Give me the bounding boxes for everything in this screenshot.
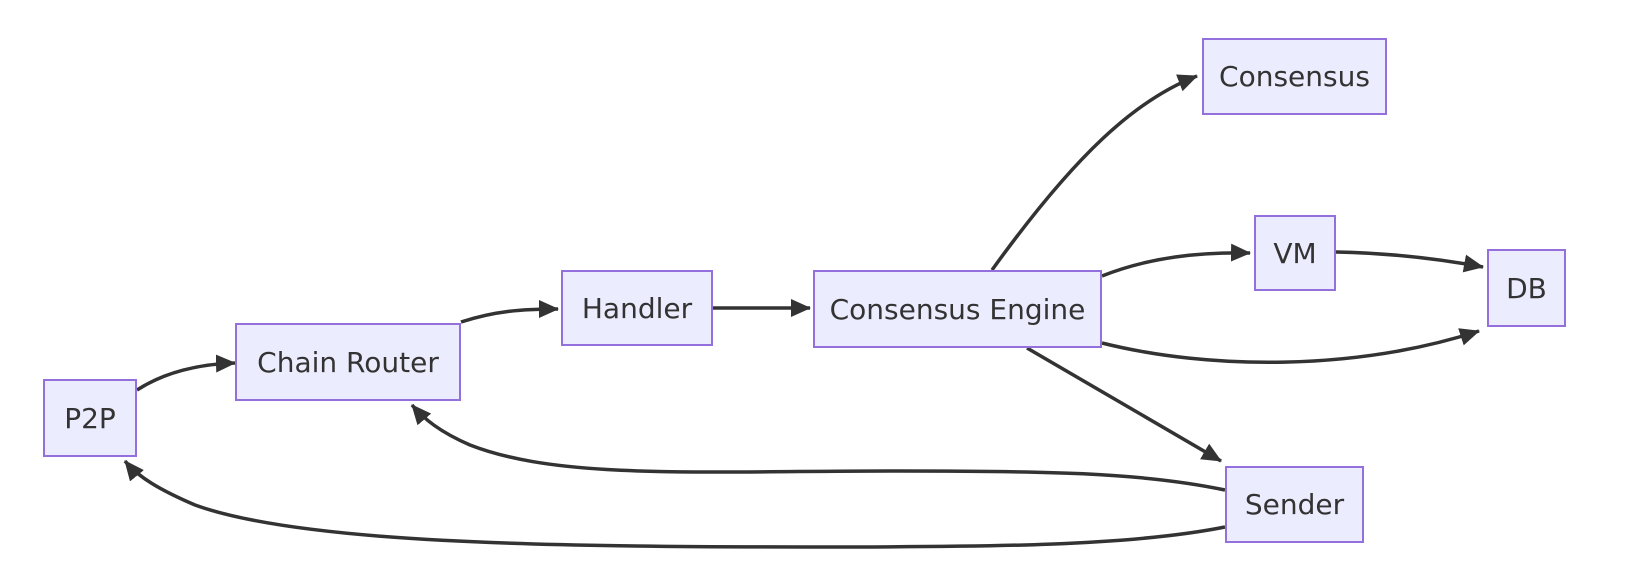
edge-sender-to-chain-router xyxy=(410,403,1226,492)
edge-p2p-to-chain-router xyxy=(136,354,236,392)
node-consensus-engine: Consensus Engine xyxy=(813,270,1102,348)
node-consensus-engine-label: Consensus Engine xyxy=(829,292,1086,326)
edge-consensus-engine-to-consensus xyxy=(990,74,1198,272)
edge-sender-to-p2p xyxy=(123,459,1226,549)
edge-vm-to-db xyxy=(1335,250,1484,273)
node-p2p: P2P xyxy=(43,379,137,457)
node-consensus: Consensus xyxy=(1202,38,1387,115)
node-chain-router-label: Chain Router xyxy=(257,345,439,379)
edge-consensus-engine-to-db xyxy=(1101,328,1480,365)
node-vm: VM xyxy=(1254,215,1336,291)
node-handler-label: Handler xyxy=(581,291,693,325)
edge-consensus-engine-to-sender xyxy=(1026,346,1222,463)
node-sender-label: Sender xyxy=(1244,488,1345,521)
node-sender: Sender xyxy=(1225,466,1364,543)
node-p2p-label: P2P xyxy=(64,401,116,435)
node-consensus-label: Consensus xyxy=(1219,60,1370,93)
edge-chain-router-to-handler xyxy=(460,300,559,324)
node-vm-label: VM xyxy=(1273,236,1317,270)
edge-consensus-engine-to-vm xyxy=(1101,243,1251,278)
node-handler: Handler xyxy=(561,270,713,346)
node-db: DB xyxy=(1487,249,1566,327)
node-chain-router: Chain Router xyxy=(235,323,461,401)
node-db-label: DB xyxy=(1506,271,1547,305)
